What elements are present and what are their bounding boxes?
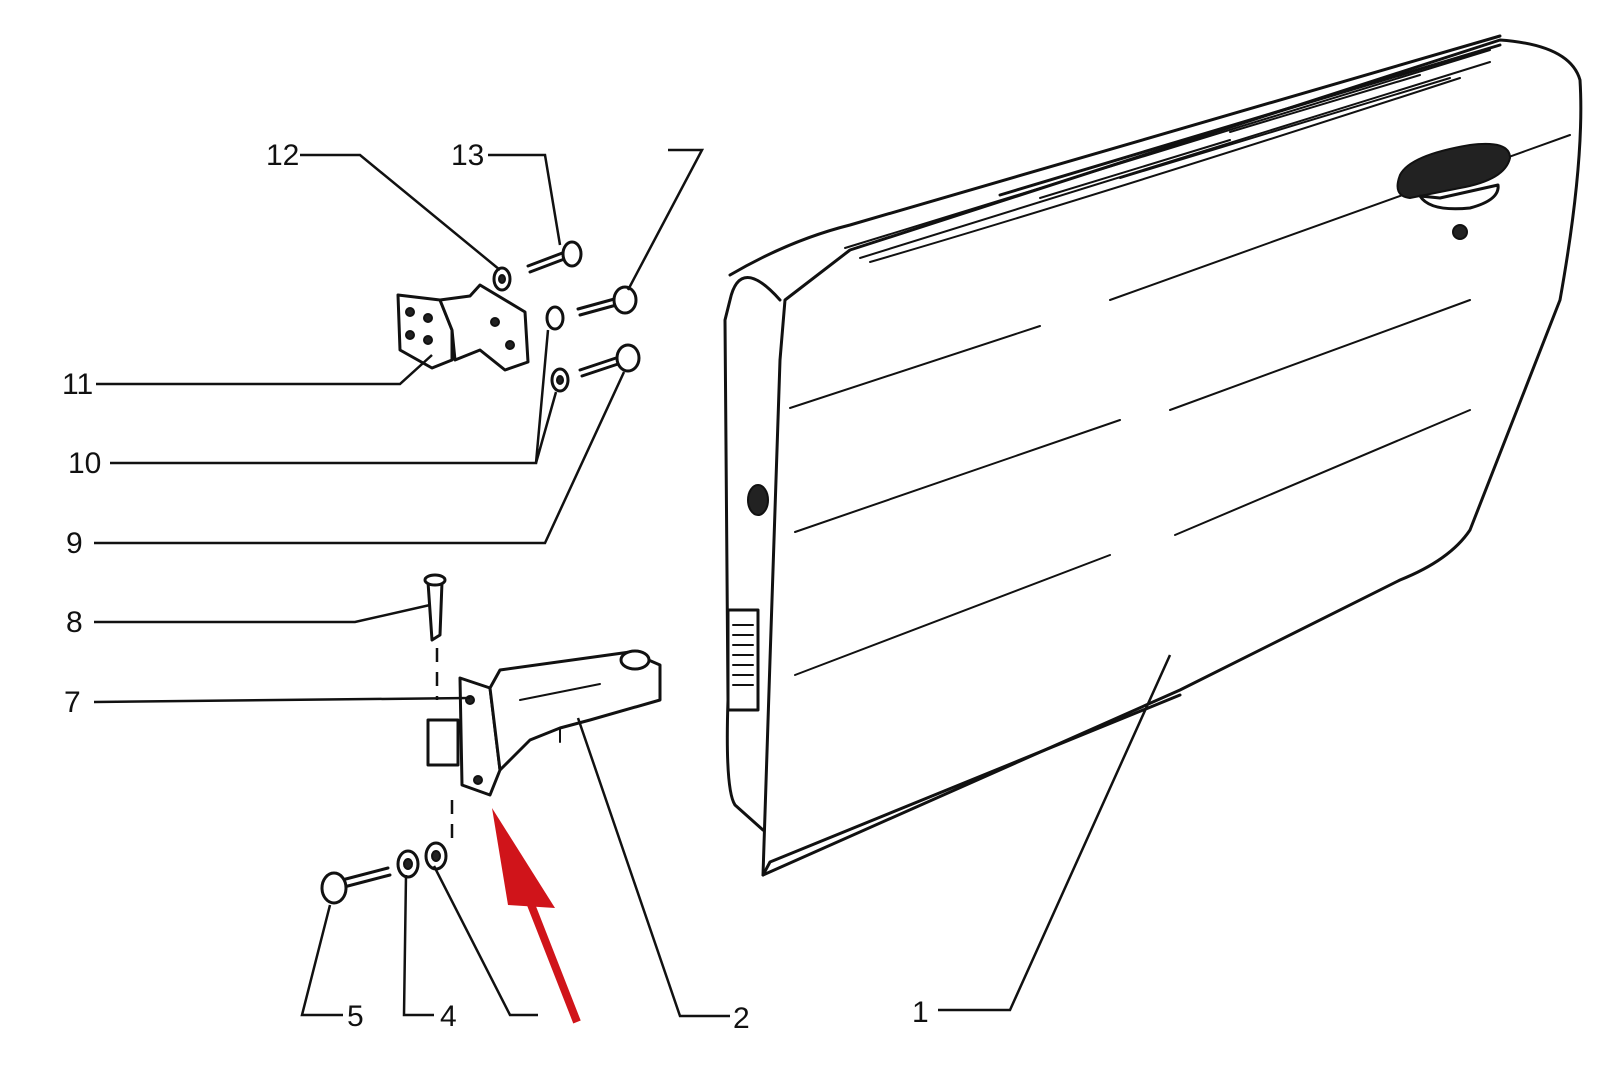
- bolt-12: [526, 240, 583, 274]
- callout-7: 8: [66, 606, 83, 639]
- bolt-8: [578, 343, 641, 378]
- callout-10: 11: [62, 368, 93, 401]
- callout-2: 2: [733, 1002, 750, 1035]
- callout-6: 7: [64, 686, 81, 719]
- hinge-bracket-6: [426, 676, 502, 797]
- hinge-arm-2: [488, 649, 662, 772]
- washer-9: [550, 367, 570, 393]
- bolt-13: [545, 285, 638, 331]
- callout-1: 1: [912, 996, 929, 1029]
- door-panel: [723, 34, 1583, 877]
- washer-4: [396, 849, 420, 879]
- callout-labels: 12 13 11 10 9 8 7 5 4 2 1: [62, 139, 929, 1035]
- washer-3: [424, 841, 448, 871]
- washer-11: [492, 266, 512, 292]
- red-pointer-arrow: [492, 808, 581, 1024]
- callout-4: 4: [440, 1000, 457, 1033]
- pin-7: [423, 573, 447, 642]
- callout-12: 13: [451, 139, 484, 172]
- callout-8: 9: [66, 527, 83, 560]
- bolt-5: [320, 866, 392, 905]
- upper-hinge: [396, 283, 530, 372]
- callout-5: 5: [347, 1000, 364, 1033]
- leader-lines: [93, 148, 1172, 1018]
- callout-9: 10: [68, 447, 101, 480]
- callout-11: 12: [266, 139, 299, 172]
